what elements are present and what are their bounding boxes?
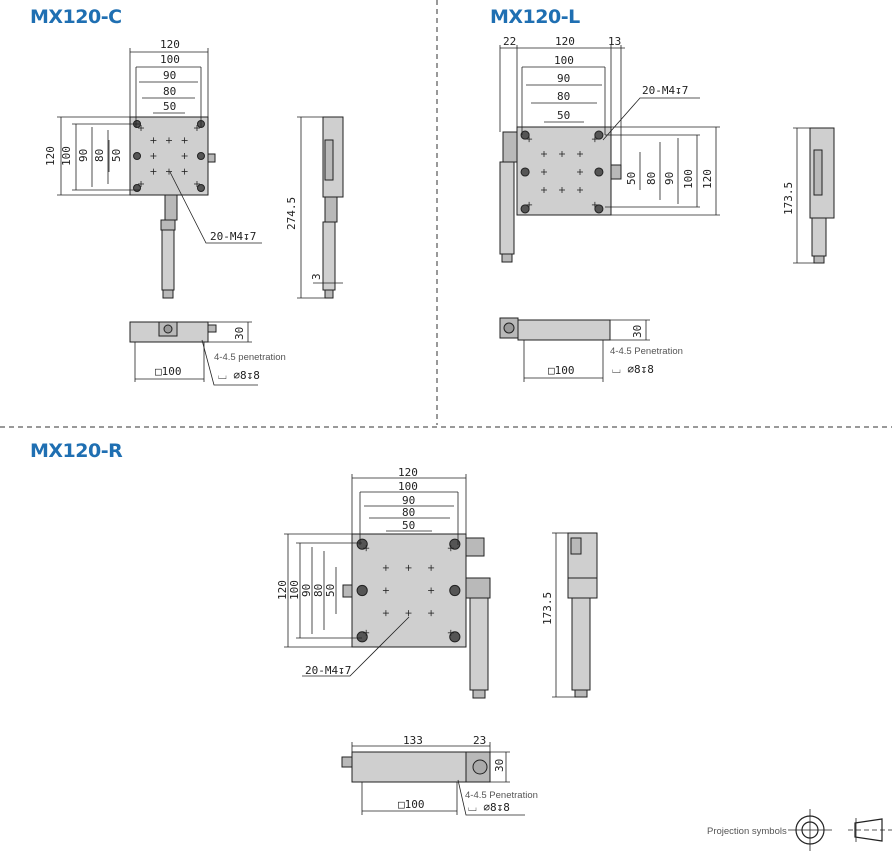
- dim-r-120: 120: [398, 466, 418, 479]
- dim-l-v80: 80: [645, 172, 658, 185]
- dim-r-90: 90: [402, 494, 415, 507]
- dim-l-22: 22: [503, 35, 516, 48]
- mounting-hole: [594, 167, 604, 177]
- projection-label: Projection symbols: [707, 826, 787, 837]
- dim-l-90: 90: [557, 72, 570, 85]
- dim-c-90: 90: [163, 69, 176, 82]
- dim-l-50: 50: [557, 109, 570, 122]
- dim-l-120: 120: [555, 35, 575, 48]
- tap-note-l: 20-M4↧7: [642, 84, 688, 97]
- dim-c-v100: 100: [60, 146, 73, 166]
- mounting-hole: [449, 538, 461, 550]
- dim-c-v120: 120: [44, 146, 57, 166]
- dim-r-front-width: □100: [398, 798, 425, 811]
- dim-r-v80: 80: [312, 584, 325, 597]
- dim-l-v50: 50: [625, 172, 638, 185]
- mx120-r-front-view: 133 23 30 □100 4-4.5 Penetration ⌴ ⌀8↧8: [341, 734, 538, 816]
- mx120-c-front-view: 30 □100 4-4.5 penetration ⌴ ⌀8↧8: [129, 321, 286, 386]
- dim-r-v100: 100: [288, 580, 301, 600]
- dim-c-height: 274.5: [285, 197, 298, 230]
- dim-l-13: 13: [608, 35, 621, 48]
- mx120-c-dimensions: 120 100 90 80 50 120 100 90 80 50 20-M4↧…: [44, 38, 262, 244]
- mounting-hole: [594, 130, 604, 140]
- dim-c-120: 120: [160, 38, 180, 51]
- hole-note-l: 4-4.5 Penetration: [610, 346, 683, 357]
- dim-l-front-width: □100: [548, 364, 575, 377]
- dim-r-front-length: 133: [403, 734, 423, 747]
- dim-r-v120: 120: [276, 580, 289, 600]
- title-mx120-l: MX120-L: [490, 6, 580, 28]
- hole-symbol-c: ⌴ ⌀8↧8: [218, 369, 260, 382]
- dim-r-50: 50: [402, 519, 415, 532]
- dim-l-80: 80: [557, 90, 570, 103]
- mounting-hole: [449, 631, 461, 643]
- title-mx120-r: MX120-R: [30, 440, 123, 462]
- dim-l-v100: 100: [682, 169, 695, 189]
- dim-r-v50: 50: [324, 584, 337, 597]
- tap-note-r: 20-M4↧7: [305, 664, 351, 677]
- dim-c-front-height: 30: [233, 327, 246, 340]
- dim-l-100: 100: [554, 54, 574, 67]
- mounting-hole: [449, 584, 461, 597]
- mounting-hole: [356, 631, 368, 643]
- dim-r-v90: 90: [300, 584, 313, 597]
- dim-r-knob: 23: [473, 734, 486, 747]
- mx120-r-top-view: [342, 533, 491, 699]
- hole-note-r: 4-4.5 Penetration: [465, 790, 538, 801]
- hole-note-c: 4-4.5 penetration: [214, 352, 286, 363]
- mx120-l-side-view: 173.5: [782, 127, 835, 264]
- mounting-hole: [196, 151, 205, 161]
- dim-l-v120: 120: [701, 169, 714, 189]
- mounting-hole: [520, 204, 530, 214]
- dim-l-front-height: 30: [631, 325, 644, 338]
- dim-r-front-height: 30: [493, 759, 506, 772]
- dim-c-v50: 50: [110, 149, 123, 162]
- title-mx120-c: MX120-C: [30, 6, 122, 28]
- dim-c-50: 50: [163, 100, 176, 113]
- mx120-l-top-view: [499, 126, 622, 263]
- mx120-c-top-view: [129, 116, 216, 299]
- dim-c-offset: 3: [310, 273, 323, 280]
- mx120-r-side-view: 173.5: [541, 532, 598, 698]
- dim-r-100: 100: [398, 480, 418, 493]
- mounting-hole: [594, 204, 604, 214]
- dim-c-v90: 90: [77, 149, 90, 162]
- mx120-l-front-view: 30 □100 4-4.5 Penetration ⌴ ⌀8↧8: [499, 317, 683, 382]
- mounting-hole: [520, 130, 530, 140]
- mounting-hole: [520, 167, 530, 177]
- dim-c-v80: 80: [93, 149, 106, 162]
- dim-c-80: 80: [163, 85, 176, 98]
- mx120-l-dimensions: 22 120 13 100 90 80 50 50 80 90 100 120 …: [499, 35, 720, 216]
- dim-c-front-width: □100: [155, 365, 182, 378]
- mounting-hole: [356, 584, 368, 597]
- dim-r-80: 80: [402, 506, 415, 519]
- mounting-hole: [196, 183, 205, 192]
- mounting-hole: [356, 538, 368, 550]
- hole-symbol-l: ⌴ ⌀8↧8: [612, 363, 654, 376]
- dim-r-height: 173.5: [541, 592, 554, 625]
- mx120-r-dimensions: 120 100 90 80 50 120 100 90 80 50 20-M4↧…: [276, 466, 467, 677]
- mx120-c-side-view: 274.5 3: [285, 116, 344, 299]
- projection-symbol-icon: [788, 809, 892, 851]
- dim-l-height: 173.5: [782, 182, 795, 215]
- tap-note-c: 20-M4↧7: [210, 230, 256, 243]
- hole-symbol-r: ⌴ ⌀8↧8: [468, 801, 510, 814]
- mounting-hole: [133, 183, 142, 192]
- mounting-hole: [133, 151, 142, 161]
- dim-c-100: 100: [160, 53, 180, 66]
- dim-l-v90: 90: [663, 172, 676, 185]
